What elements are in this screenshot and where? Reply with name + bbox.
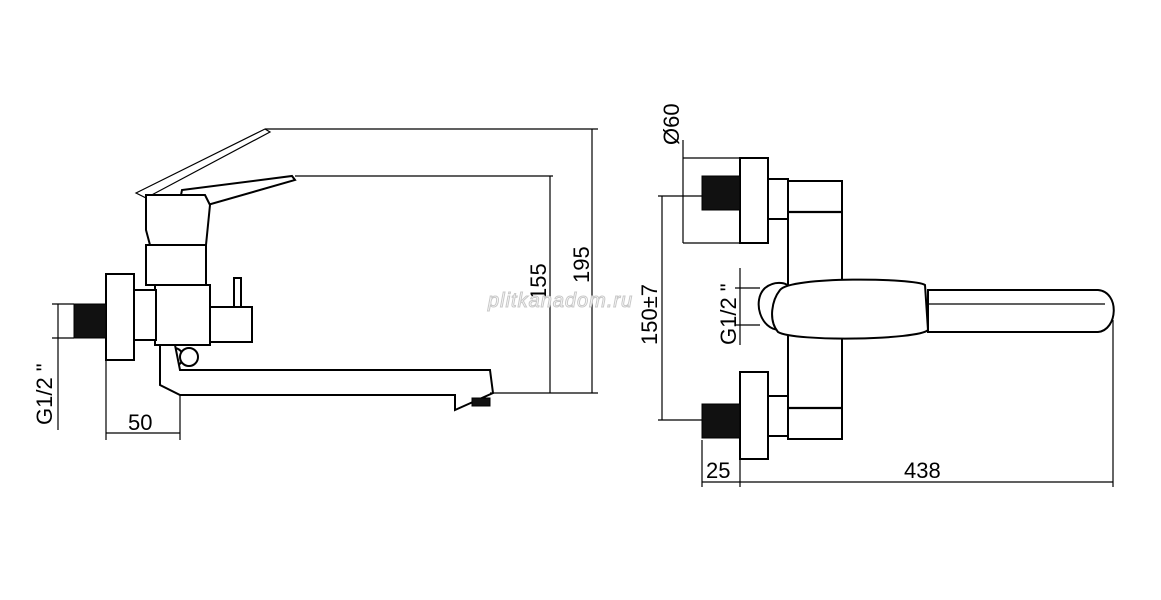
top-eccentric-flange xyxy=(739,157,769,244)
aerator xyxy=(471,397,491,407)
top-threaded-inlet xyxy=(701,175,741,211)
spout xyxy=(159,344,495,412)
outlet-ring-2 xyxy=(179,347,199,367)
front-dim-thread: G1/2 " xyxy=(716,283,741,345)
front-dim-diameter: Ø60 xyxy=(659,103,684,145)
cartridge-body xyxy=(145,244,207,286)
side-view: G1/2 " 50 155 195 xyxy=(32,128,598,440)
mixer-body xyxy=(154,284,211,346)
watermark: plitkanadom.ru xyxy=(487,290,633,312)
side-dim-thread: G1/2 " xyxy=(32,363,57,425)
side-dim-offset: 50 xyxy=(128,410,152,435)
front-dim-eccentric-depth: 25 xyxy=(706,458,730,483)
side-dim-total-height: 195 xyxy=(569,246,594,283)
front-spout xyxy=(927,289,1115,333)
threaded-inlet xyxy=(73,303,107,339)
connector-nut xyxy=(133,289,157,341)
front-view: Ø60 150±7 G1/2 " 25 438 xyxy=(637,103,1115,487)
side-dim-spout-height: 155 xyxy=(526,263,551,300)
diverter-pin xyxy=(233,277,242,309)
bottom-eccentric-flange xyxy=(739,371,769,460)
bottom-nut xyxy=(767,395,789,437)
lever-raised-outline xyxy=(134,128,272,199)
diverter-body xyxy=(209,306,253,343)
wall-flange xyxy=(105,273,135,361)
mixer-head xyxy=(145,194,212,246)
front-dim-center-distance: 150±7 xyxy=(637,284,662,345)
top-nut xyxy=(767,178,789,220)
front-handle-lever xyxy=(771,278,930,340)
bottom-threaded-inlet xyxy=(701,403,741,439)
front-dim-spout-length: 438 xyxy=(904,458,941,483)
